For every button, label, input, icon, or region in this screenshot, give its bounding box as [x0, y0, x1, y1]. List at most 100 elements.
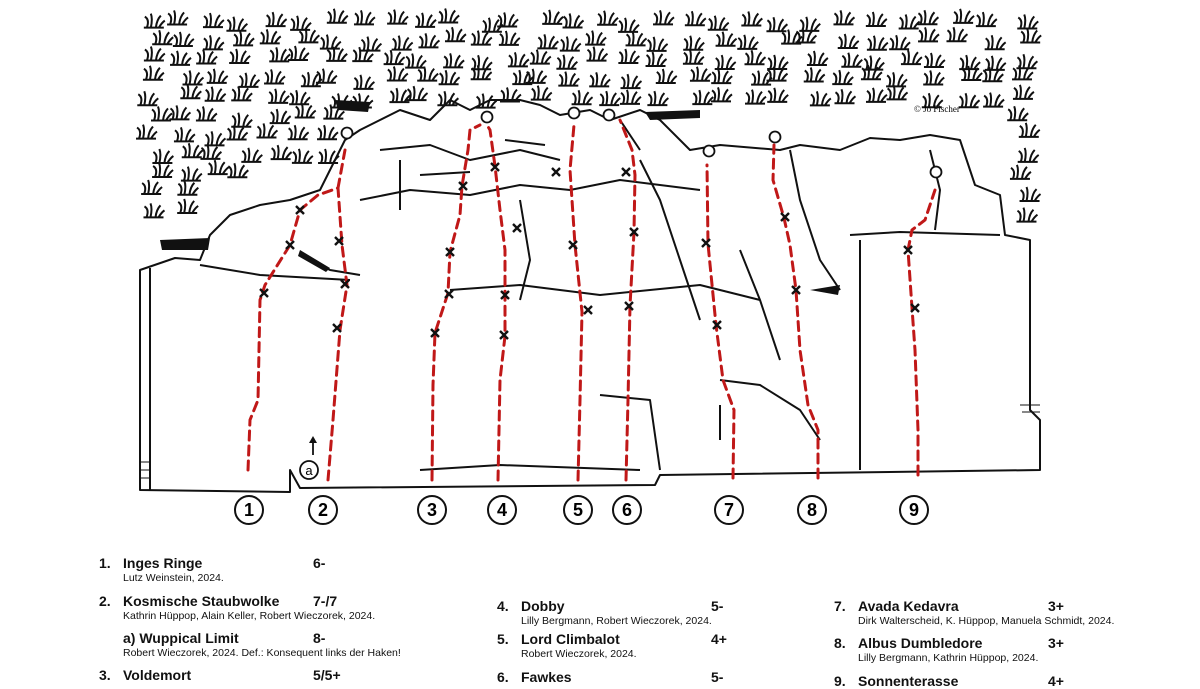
grass-tuft [180, 83, 202, 100]
grass-tuft [918, 27, 940, 43]
route-authors: Lilly Bergmann, Robert Wieczorek, 2024. [521, 615, 712, 627]
route-number: 1. [99, 555, 111, 571]
grass-tuft [917, 9, 940, 26]
route-number-circle: 7 [714, 495, 744, 525]
grass-tuft [921, 92, 944, 109]
grass-tuft [437, 90, 459, 107]
route-grade: 7-/7 [313, 593, 338, 609]
grass-tuft [289, 89, 311, 106]
grass-tuft [715, 31, 738, 47]
grass-tuft [406, 85, 429, 102]
grass-tuft [866, 35, 889, 51]
grass-tuft [946, 26, 969, 43]
grass-tuft [599, 90, 621, 107]
grass-tuft [889, 34, 911, 51]
grass-tuft [647, 90, 669, 107]
route-number-label: 4 [497, 500, 507, 520]
route-authors: Kathrin Hüppop, Alain Keller, Robert Wie… [123, 610, 376, 622]
route-number-circle: 4 [487, 495, 517, 525]
grass-tuft [202, 35, 225, 51]
grass-tuft [353, 9, 376, 26]
grass-tuft [537, 34, 559, 50]
grass-tuft [229, 48, 251, 64]
grass-tuft [781, 29, 803, 45]
grass-tuft [389, 87, 412, 104]
anchor-ring [567, 106, 581, 120]
grass-tuft [498, 30, 521, 46]
grass-tuft [542, 9, 564, 25]
grass-tuft [386, 66, 409, 82]
variant-a-marker: a [299, 436, 319, 480]
grass-tuft [589, 72, 611, 88]
grass-tuft [597, 10, 619, 26]
grass-tuft [264, 69, 286, 85]
route-name: Kosmische Staubwolke [123, 593, 280, 609]
grass-tuft [625, 31, 648, 47]
grass-tuft [529, 49, 552, 65]
route-number-label: 1 [244, 500, 254, 520]
grass-tuft [975, 11, 998, 28]
bolt-marker [629, 227, 639, 237]
route-number: 8. [834, 635, 846, 651]
grass-tuft [834, 88, 857, 105]
grass-tuft [707, 15, 730, 31]
route-number: 7. [834, 598, 846, 614]
grass-tuft [152, 29, 174, 46]
bolt-marker [903, 245, 913, 255]
route-line [485, 123, 507, 482]
grass-tuft [181, 142, 204, 159]
route-number-label: 7 [724, 500, 734, 520]
grass-tuft [571, 89, 594, 106]
grass-tuft [170, 50, 192, 66]
bolt-marker [500, 290, 510, 300]
grass-tuft [391, 35, 414, 51]
grass-tuft [1007, 105, 1029, 122]
grass-tuft [809, 91, 832, 107]
grass-tuft [143, 13, 166, 29]
grass-tuft [204, 86, 227, 102]
route-number: 9. [834, 673, 846, 689]
grass-tuft [585, 30, 607, 46]
grass-tuft [207, 159, 230, 176]
route-number-circle: 2 [308, 495, 338, 525]
route-grade: 3+ [1048, 635, 1064, 651]
grass-tuft [387, 9, 409, 25]
route-grade: 4+ [1048, 673, 1064, 689]
grass-tuft [530, 85, 553, 101]
grass-tuft [1012, 64, 1034, 81]
bolt-marker [624, 301, 634, 311]
grass-tuft [180, 166, 203, 182]
grass-tuft [173, 126, 196, 143]
grass-tuft [1017, 14, 1039, 30]
grass-tuft [618, 17, 640, 33]
grass-tuft [137, 90, 159, 107]
grass-tuft [323, 104, 345, 120]
grass-tuft [202, 12, 225, 29]
bolt-marker [340, 279, 350, 289]
grass-tuft [317, 124, 339, 141]
grass-tuft [470, 30, 493, 46]
route-number: 4. [497, 598, 509, 614]
grass-tuft [562, 13, 585, 29]
grass-tuft [270, 144, 293, 161]
route-number: 5. [497, 631, 509, 647]
grass-tuft [265, 11, 288, 28]
bolt-marker [458, 181, 468, 191]
route-authors: Dirk Walterscheid, K. Hüppop, Manuela Sc… [858, 615, 1115, 627]
route-authors: Robert Wieczorek, 2024. [521, 648, 637, 660]
grass-tuft [383, 49, 406, 66]
grass-tuft [803, 67, 826, 83]
route-authors: Lilly Bergmann, Kathrin Hüppop, 2024. [858, 652, 1039, 664]
grass-tuft [471, 54, 493, 71]
grass-tuft [231, 112, 253, 128]
grass-tuft [269, 108, 292, 125]
grass-tuft [241, 147, 263, 163]
grass-tuft [405, 53, 427, 69]
grass-tuft [655, 68, 678, 84]
grass-tuft [556, 54, 578, 70]
grass-tuft [360, 36, 383, 52]
